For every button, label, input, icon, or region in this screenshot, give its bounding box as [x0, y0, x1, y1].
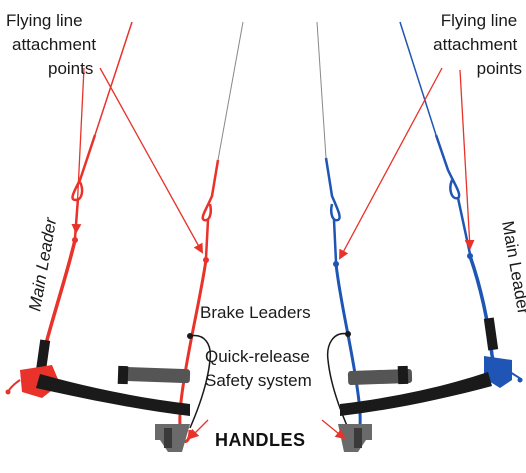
brake-leaders-label: Brake Leaders — [200, 303, 311, 322]
main-leader-left-label: Main Leader — [25, 215, 60, 313]
handles-label: HANDLES — [215, 430, 306, 450]
main-leader-right-label: Main Leader — [498, 219, 526, 316]
left-brake-leader — [178, 159, 220, 443]
flying-line-right-label: Flying line attachment points — [433, 11, 522, 78]
control-bar — [36, 365, 492, 416]
center-right-flying-line — [316, 21, 327, 159]
center-left-flying-line — [217, 21, 244, 161]
flying-line-left-label: Flying line attachment points — [6, 11, 101, 78]
right-flying-line — [399, 21, 437, 136]
quick-release-label: Quick-release Safety system — [205, 347, 315, 390]
annotation-arrows — [71, 67, 475, 440]
handles — [155, 424, 372, 452]
right-brake-leader — [324, 157, 362, 443]
left-flying-line — [94, 21, 133, 136]
